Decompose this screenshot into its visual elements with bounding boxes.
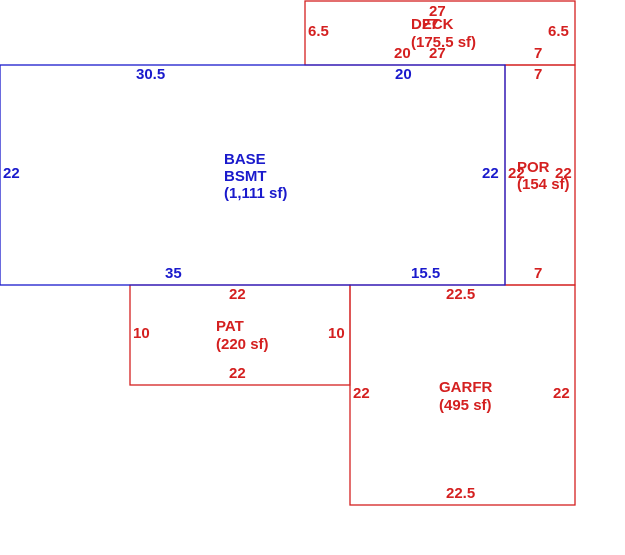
base-area-label: (1,111 sf)	[224, 185, 287, 202]
patio-top-dim: 22	[229, 286, 246, 303]
porch-right-dim: 22	[555, 165, 572, 182]
base-left-dim: 22	[3, 165, 20, 182]
deck-bottom-right-dim: 7	[534, 45, 542, 62]
patio-left-dim: 10	[133, 325, 150, 342]
garage-right-dim: 22	[553, 385, 570, 402]
deck-right-dim: 6.5	[548, 23, 569, 40]
deck-bottom-mid-dim: 27	[429, 45, 446, 62]
deck-inner-top-dim: 27	[422, 16, 439, 33]
porch-label: POR	[517, 159, 550, 176]
patio-area-label: (220 sf)	[216, 336, 269, 353]
garage-top-dim: 22.5	[446, 286, 475, 303]
base-bottom-right-dim: 15.5	[411, 265, 440, 282]
base-top-right-dim: 20	[395, 66, 412, 83]
patio-right-dim: 10	[328, 325, 345, 342]
basement-label: BSMT	[224, 168, 267, 185]
patio-bottom-dim: 22	[229, 365, 246, 382]
base-bottom-left-dim: 35	[165, 265, 182, 282]
porch-top-dim: 7	[534, 66, 542, 83]
garage-label: GARFR	[439, 379, 492, 396]
garage-bottom-dim: 22.5	[446, 485, 475, 502]
garage-area-label: (495 sf)	[439, 397, 492, 414]
patio-label: PAT	[216, 318, 244, 335]
porch-area-label: (154 sf)	[517, 176, 570, 193]
base-label: BASE	[224, 151, 266, 168]
deck-left-dim: 6.5	[308, 23, 329, 40]
base-basement-outline	[0, 64, 506, 286]
deck-top-dim: 27	[429, 3, 446, 20]
porch-left-dim: 22	[508, 165, 525, 182]
deck-label: DECK	[411, 16, 454, 33]
porch-bottom-dim: 7	[534, 265, 542, 282]
deck-area-label: (175.5 sf)	[411, 34, 476, 51]
garage-left-dim: 22	[353, 385, 370, 402]
base-top-left-dim: 30.5	[136, 66, 165, 83]
deck-bottom-left-dim: 20	[394, 45, 411, 62]
base-right-dim: 22	[482, 165, 499, 182]
